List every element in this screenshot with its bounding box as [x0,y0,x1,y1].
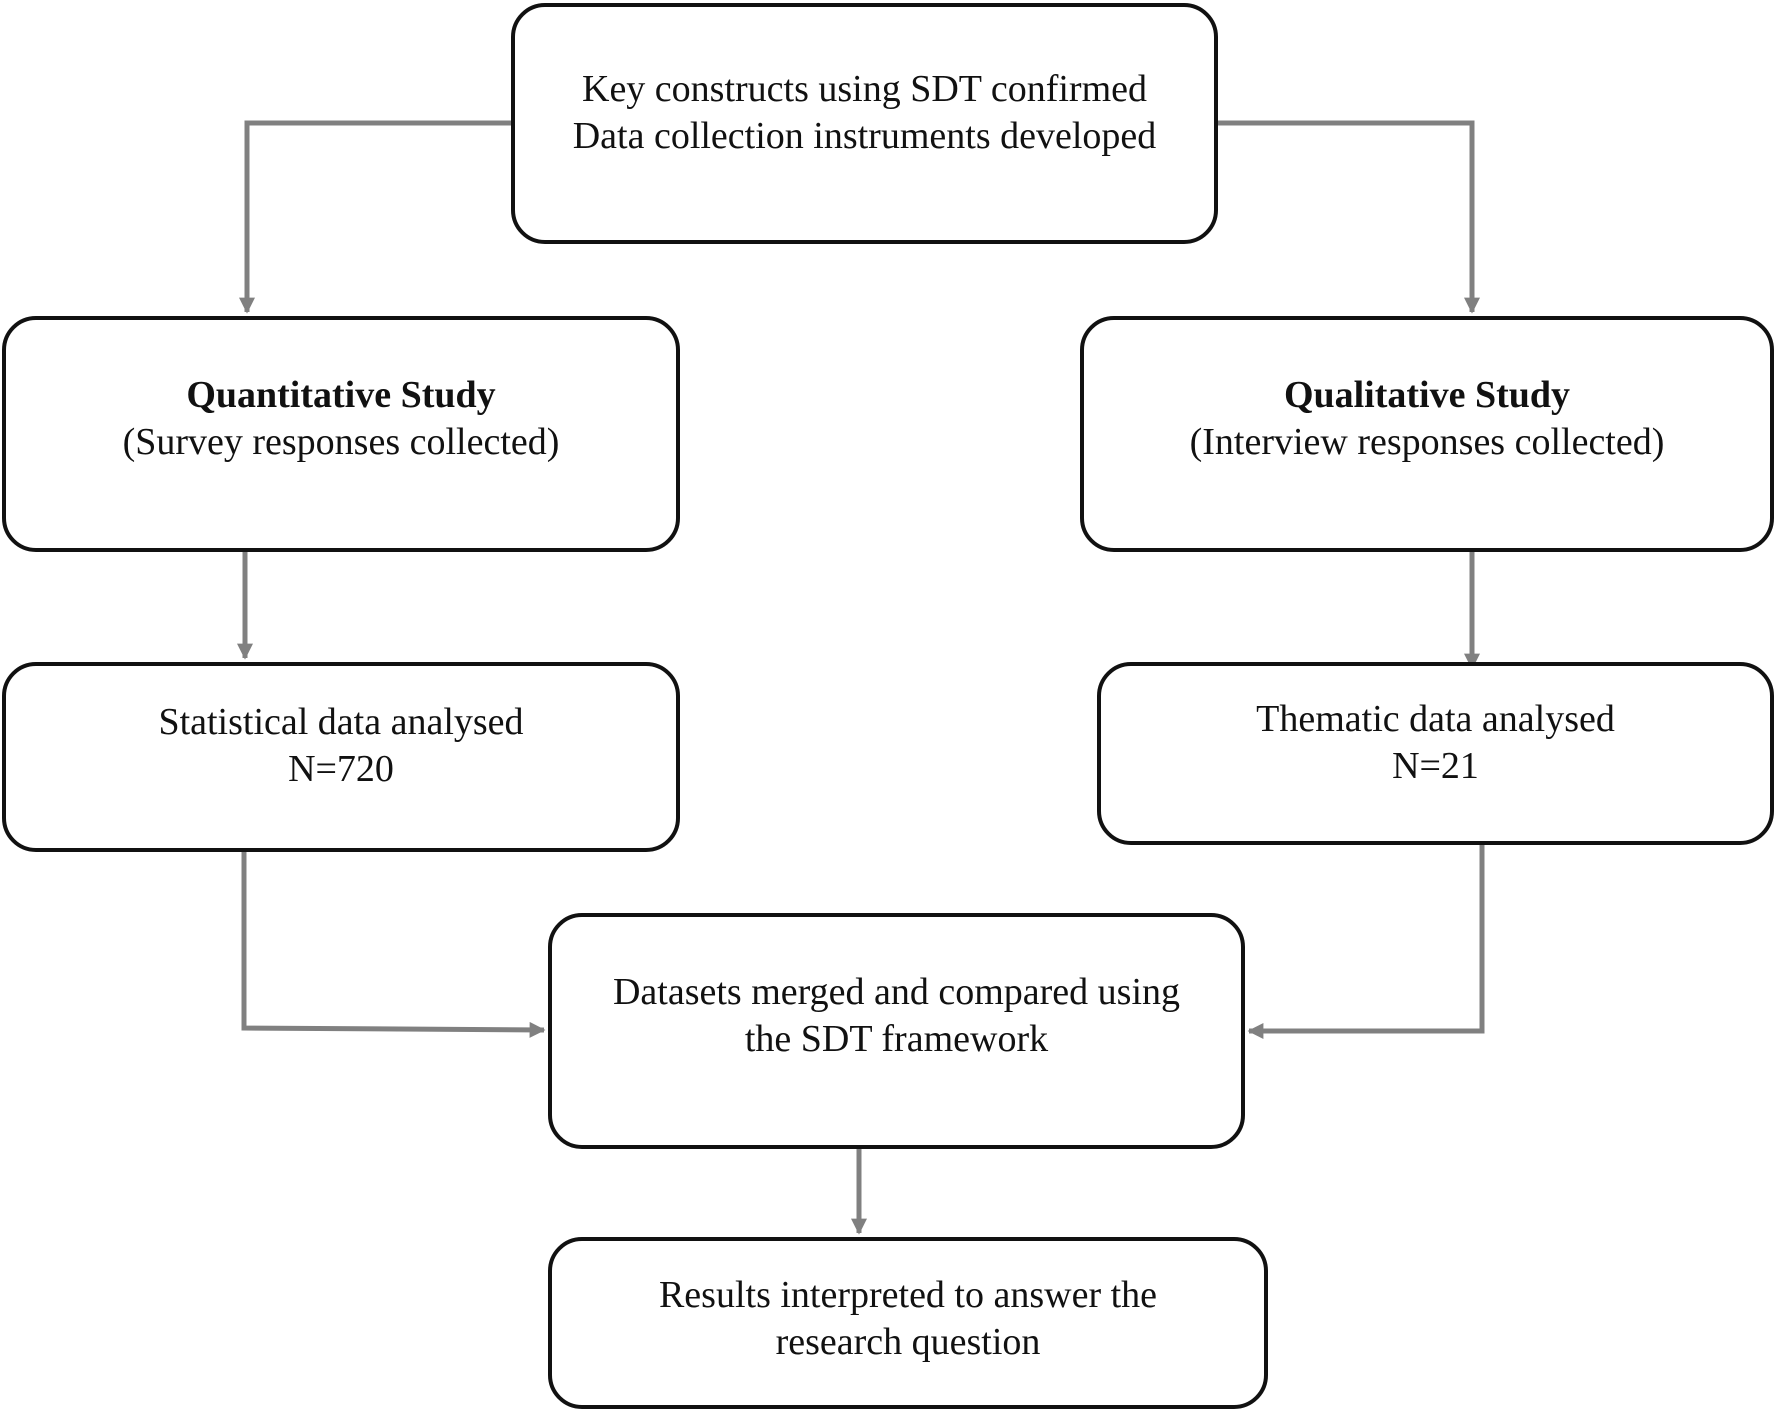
node-results-interpreted: Results interpreted to answer the resear… [548,1237,1268,1409]
node-text-line: Datasets merged and compared using [612,971,1180,1013]
node-sample-size: N=720 [288,748,394,790]
edge-statistical-to-merged [241,852,546,1038]
node-sample-size: N=21 [1392,744,1479,787]
node-text-line: Results interpreted to answer the [658,1274,1158,1316]
node-text-line: research question [775,1321,1041,1363]
edge-top-to-quantitative [238,120,511,314]
node-thematic-analysis: Thematic data analysed N=21 [1097,662,1774,845]
edge-thematic-to-merged [1247,845,1485,1040]
node-title: Qualitative Study [1283,374,1571,416]
node-title: Quantitative Study [186,374,496,416]
node-subtitle: (Survey responses collected) [122,421,560,463]
node-qualitative-study: Qualitative Study (Interview responses c… [1080,316,1774,552]
node-statistical-analysis: Statistical data analysed N=720 [2,662,680,852]
node-text-line: Thematic data analysed [1256,697,1615,740]
node-key-constructs: Key constructs using SDT confirmed Data … [511,3,1218,244]
node-text-line: Data collection instruments developed [572,114,1157,157]
node-datasets-merged: Datasets merged and compared using the S… [548,913,1245,1149]
node-subtitle: (Interview responses collected) [1189,421,1665,463]
node-text-line: the SDT framework [744,1018,1049,1060]
node-text-line: Key constructs using SDT confirmed [582,67,1147,110]
node-quantitative-study: Quantitative Study (Survey responses col… [2,316,680,552]
edge-top-to-qualitative [1205,120,1481,314]
node-text-line: Statistical data analysed [158,701,524,743]
